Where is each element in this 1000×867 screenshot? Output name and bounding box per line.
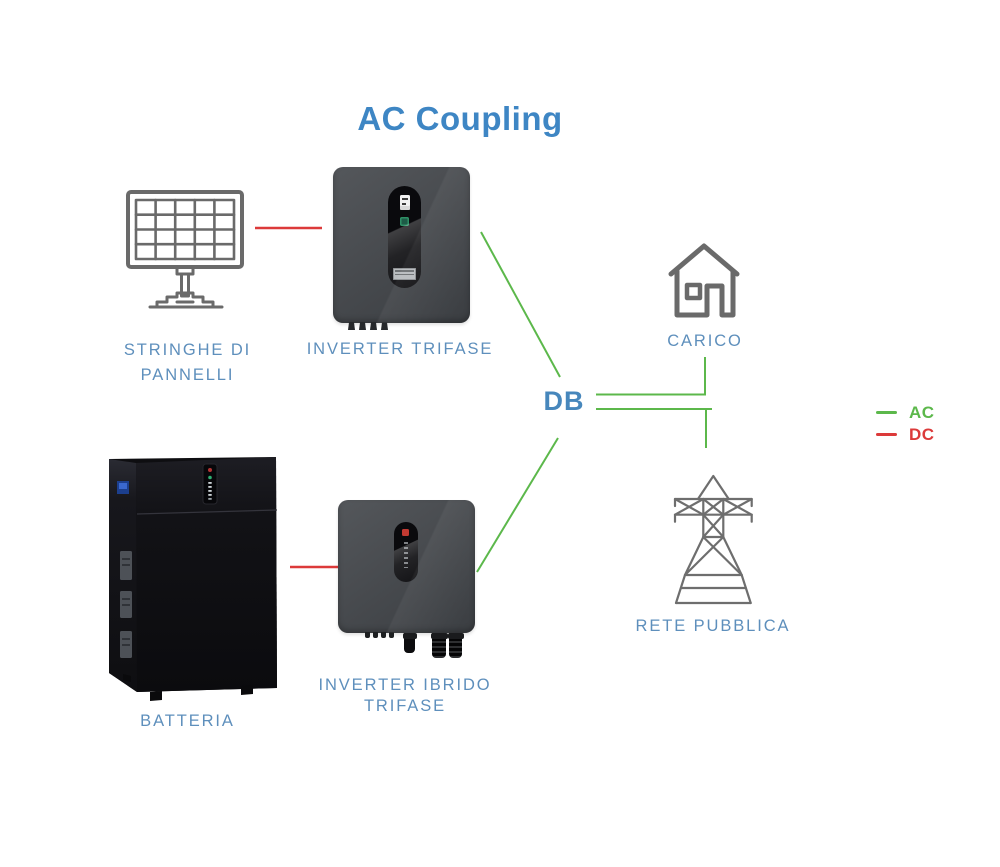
inverter-ibrido-label-line2: TRIFASE xyxy=(363,697,447,715)
cable-gland xyxy=(373,632,378,638)
rete-pubblica-label: RETE PUBBLICA xyxy=(635,617,791,635)
diagram-title: AC Coupling xyxy=(357,100,563,137)
inverter-status-led xyxy=(402,529,409,536)
ac-connector xyxy=(402,633,417,653)
dc-line-swatch xyxy=(876,433,897,436)
db-node-label: DB xyxy=(543,386,585,416)
transmission-tower-icon xyxy=(673,474,753,605)
glass-reflection xyxy=(388,186,421,288)
inverter-brand-text xyxy=(404,542,408,568)
batteria-label: BATTERIA xyxy=(140,712,235,730)
panels-label-line1: STRINGHE DI xyxy=(123,341,252,359)
cable-gland xyxy=(370,322,377,330)
inverter-trifase-label: INVERTER TRIFASE xyxy=(306,340,494,358)
panels-label: STRINGHE DI PANNELLI xyxy=(95,338,280,388)
inverter-ibrido-label-line1: INVERTER IBRIDO xyxy=(318,676,492,694)
inverter-rating-plate xyxy=(393,268,416,280)
ac-line-swatch xyxy=(876,411,897,414)
ac-line-inverter-ibrido-to-db xyxy=(476,437,559,573)
cable-gland xyxy=(359,322,366,330)
cable-gland xyxy=(348,322,355,330)
cable-gland xyxy=(365,632,370,638)
battery-feet xyxy=(123,674,253,701)
dc-connector xyxy=(430,633,448,658)
legend: AC DC xyxy=(876,402,935,444)
panels-label-line2: PANNELLI xyxy=(140,366,235,384)
cable-gland xyxy=(381,632,386,638)
inverter-display-panel xyxy=(388,186,421,288)
glass-reflection xyxy=(394,522,418,582)
solar-panel-icon xyxy=(126,190,244,309)
inverter-display-panel xyxy=(394,522,418,582)
dc-legend-label: DC xyxy=(909,424,935,444)
cable-gland xyxy=(381,322,388,330)
ac-legend-label: AC xyxy=(909,402,935,422)
inverter-status-led xyxy=(400,217,409,226)
inverter-trifase-image xyxy=(333,167,470,330)
battery-display xyxy=(202,463,218,505)
carico-label: CARICO xyxy=(667,332,743,350)
cable-gland xyxy=(389,632,394,638)
inverter-screen xyxy=(400,195,410,210)
battery-image xyxy=(109,457,278,701)
inverter-ibrido-image xyxy=(338,500,475,658)
inverter-ibrido-label: INVERTER IBRIDO TRIFASE xyxy=(315,675,495,717)
legend-item-dc: DC xyxy=(876,424,935,444)
house-icon xyxy=(668,243,740,318)
dc-connector xyxy=(447,633,464,658)
legend-item-ac: AC xyxy=(876,402,935,422)
